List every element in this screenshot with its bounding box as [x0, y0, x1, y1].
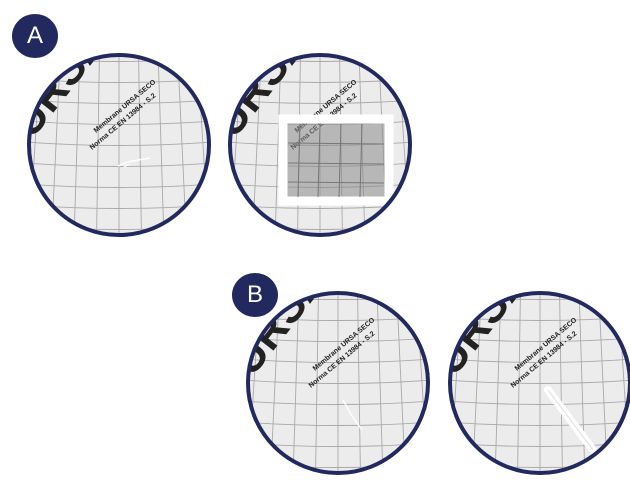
- panel-b2: URSA Membrane URSA SECO Norma CE EN 1398…: [423, 256, 630, 489]
- panel-b1: URSA Membrane URSA SECO Norma CE EN 1398…: [221, 256, 450, 489]
- panel-a1: URSA Membrane URSA SECO Norma CE EN 1398…: [1, 18, 231, 251]
- panel-a2: URSA Membrane URSA SECO Norma CE EN 1398…: [203, 18, 432, 251]
